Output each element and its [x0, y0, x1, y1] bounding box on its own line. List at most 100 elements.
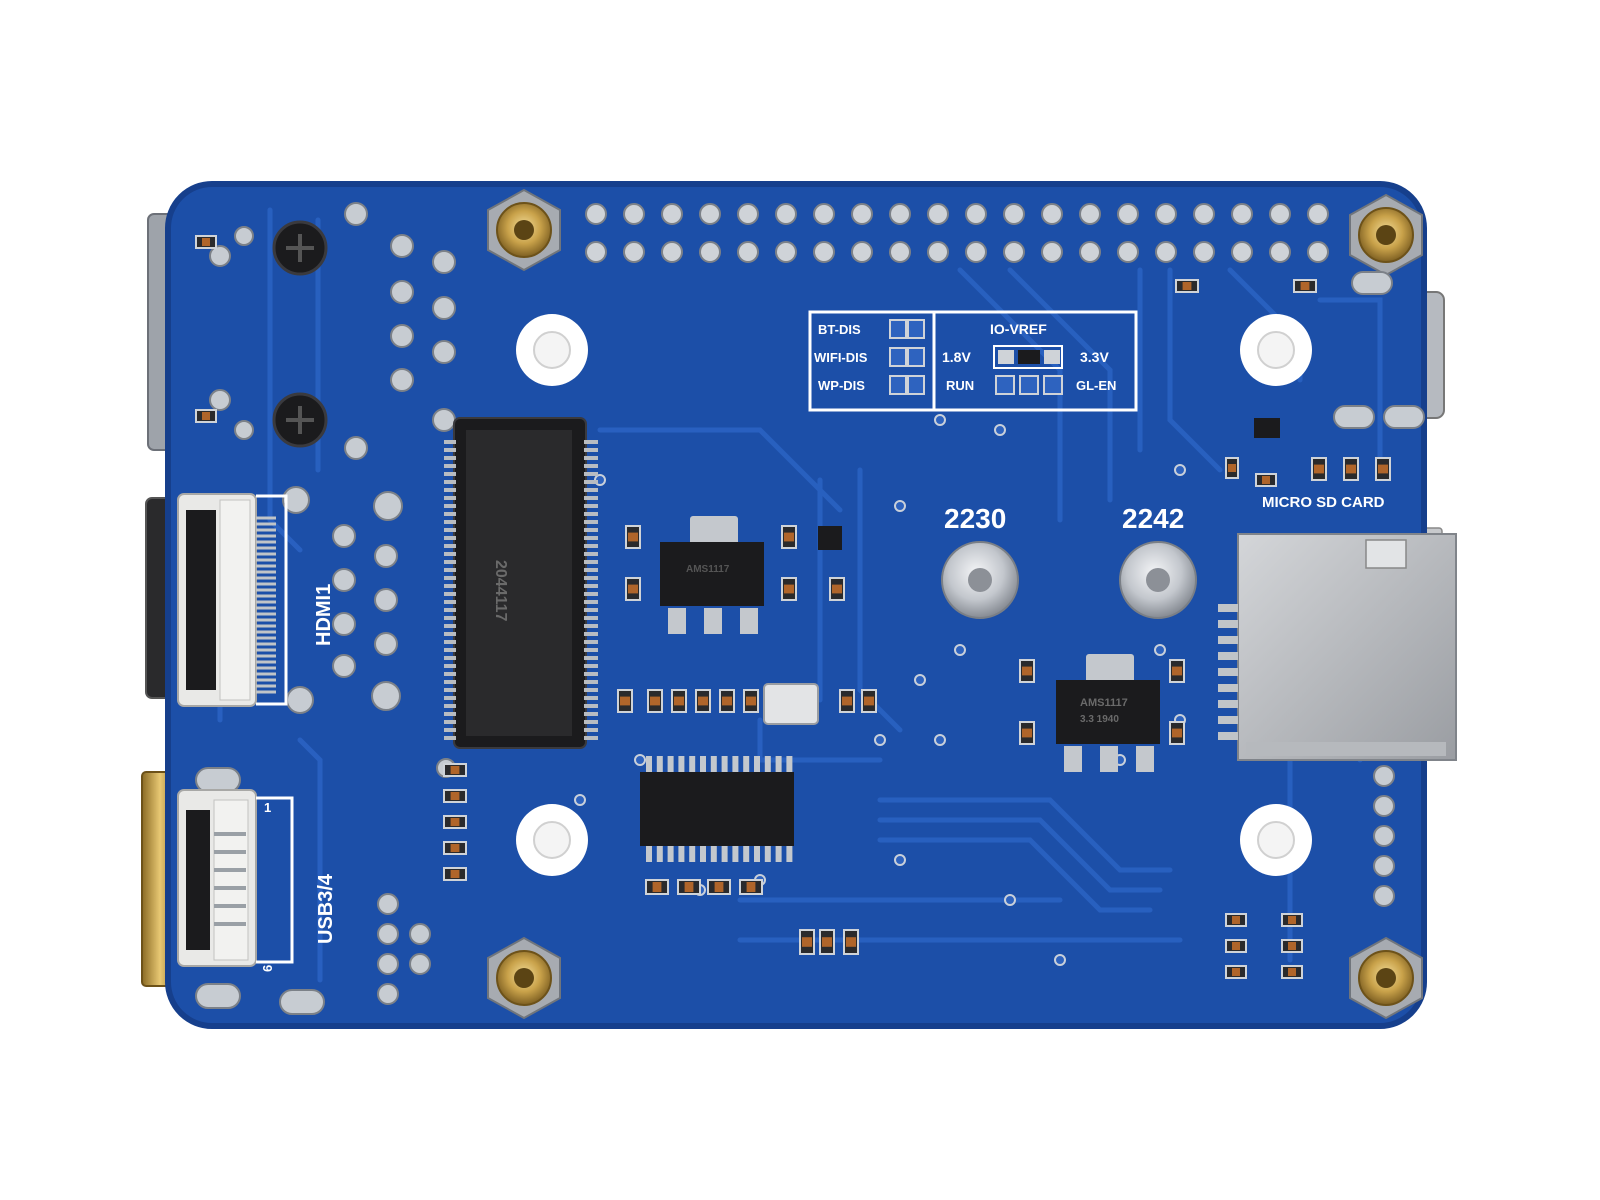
oval-pad	[1333, 405, 1375, 429]
header-pin	[1003, 203, 1025, 225]
header-pin	[623, 241, 645, 263]
header-pin	[1079, 203, 1101, 225]
oval-pad	[279, 989, 325, 1015]
chip-pin	[667, 846, 674, 862]
mounting-holes	[516, 314, 1312, 876]
smd-part-body	[784, 532, 794, 542]
m2-pin	[584, 568, 598, 572]
m2-pin	[444, 736, 456, 740]
smd-part-body	[450, 766, 460, 774]
chip-pin	[732, 846, 739, 862]
wp-dis-label: WP-DIS	[818, 378, 865, 393]
header-pin	[965, 241, 987, 263]
m2-pin	[584, 608, 598, 612]
chip-pin	[656, 756, 663, 772]
smd-part-body	[450, 792, 460, 800]
smd-components	[195, 235, 1391, 979]
header-pin	[1231, 203, 1253, 225]
chip-pin	[710, 756, 717, 772]
smd-part-body	[628, 584, 638, 594]
brass-standoff-bl	[487, 936, 561, 1020]
header-pin	[889, 241, 911, 263]
header-pin	[1041, 203, 1063, 225]
m2-pin	[584, 528, 598, 532]
header-pin	[585, 241, 607, 263]
m2-pin	[444, 528, 456, 532]
sd-pin	[1218, 732, 1238, 740]
right-pads	[1373, 765, 1395, 907]
m2-pin	[584, 440, 598, 444]
m2-pin	[444, 576, 456, 580]
sd-pin	[1218, 700, 1238, 708]
m2-pin	[584, 656, 598, 660]
header-pin	[851, 203, 873, 225]
brass-standoff-br	[1349, 936, 1423, 1020]
m2-pin	[444, 456, 456, 460]
header-pin	[1041, 241, 1063, 263]
smd-part-body	[1182, 282, 1192, 290]
m2-pin	[444, 632, 456, 636]
smd-part-body	[1262, 476, 1270, 484]
smd-part-body	[202, 412, 210, 420]
m2-pin	[444, 696, 456, 700]
m2-pin	[584, 712, 598, 716]
regulator-left: AMS1117	[660, 516, 764, 634]
chip-pin	[700, 756, 706, 772]
m2-pin	[584, 704, 598, 708]
regulator-right-text: AMS1117	[1080, 697, 1128, 709]
smd-part-body	[450, 870, 460, 878]
left-pads	[209, 202, 456, 1005]
m2-pin	[584, 728, 598, 732]
chip-pin	[775, 756, 782, 772]
smd-part-body	[1232, 942, 1240, 950]
smd-part-body	[822, 937, 832, 947]
header-pin	[1307, 241, 1329, 263]
chip-pin	[678, 846, 685, 862]
m2-pin	[584, 504, 598, 508]
m2-pin	[584, 616, 598, 620]
smd-part-body	[1232, 968, 1240, 976]
header-pin	[1307, 203, 1329, 225]
m2-pin	[444, 592, 456, 596]
m2-code-text: 2044117	[492, 560, 509, 622]
chip-pin	[678, 756, 685, 772]
chip-pin	[689, 846, 696, 862]
m2-pin	[444, 448, 456, 452]
m2-pin	[584, 472, 598, 476]
bt-dis-label: BT-DIS	[818, 322, 861, 337]
m2-pin	[444, 472, 456, 476]
m2-pin	[584, 600, 598, 604]
sd-pin	[1218, 652, 1238, 660]
smd-part-body	[864, 696, 874, 706]
m2-pin	[444, 720, 456, 724]
smd-part-body	[714, 882, 724, 892]
header-pin	[965, 203, 987, 225]
m2-pin	[444, 600, 456, 604]
m2-pin	[444, 440, 456, 444]
chip-pin	[721, 846, 728, 862]
smd-part-body	[1288, 942, 1296, 950]
m2-pin	[584, 520, 598, 524]
gl-en-label: GL-EN	[1076, 378, 1116, 393]
brass-standoff-tr	[1349, 193, 1423, 277]
m2-pin	[444, 624, 456, 628]
run-label: RUN	[946, 378, 974, 393]
smd-part-body	[650, 696, 660, 706]
m2-pin	[444, 520, 456, 524]
m2-pin	[444, 728, 456, 732]
standoff-2230	[941, 541, 1019, 619]
m2-pin	[444, 608, 456, 612]
smd-part-body	[746, 882, 756, 892]
m2-pin	[584, 696, 598, 700]
smd-part-body	[1022, 728, 1032, 738]
header-pin	[813, 203, 835, 225]
smd-part-body	[832, 584, 842, 594]
m2-pin	[444, 488, 456, 492]
m2-pin	[584, 496, 598, 500]
header-pin	[889, 203, 911, 225]
sot-ic	[1254, 418, 1280, 438]
m2-pin	[444, 536, 456, 540]
size-2242-label: 2242	[1122, 503, 1184, 534]
m2-pin	[584, 456, 598, 460]
header-pin	[661, 241, 683, 263]
